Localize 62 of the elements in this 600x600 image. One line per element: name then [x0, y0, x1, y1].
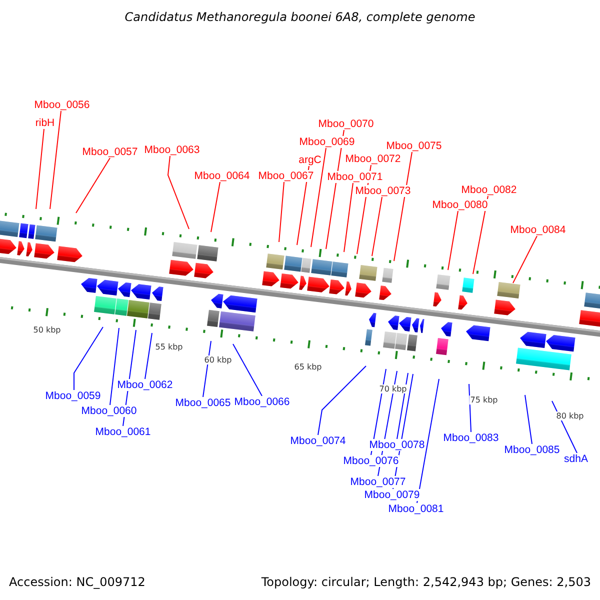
leader-line	[512, 236, 538, 284]
leader-line	[210, 182, 220, 232]
gene-label: Mboo_0082	[460, 184, 518, 196]
gene-label: Mboo_0070	[317, 118, 375, 130]
gene-label: Mboo_0073	[354, 185, 412, 197]
gene-label: Mboo_0069	[298, 136, 356, 148]
leader-line	[168, 156, 190, 230]
scale-label: 75 kbp	[469, 396, 499, 404]
leader-line	[310, 148, 326, 248]
leader-line	[76, 158, 110, 214]
gene-label: Mboo_0066	[233, 396, 291, 408]
gene-label: Mboo_0057	[81, 146, 139, 158]
gene-label: Mboo_0056	[33, 99, 91, 111]
scale-label: 55 kbp	[154, 342, 184, 352]
scale-label: 60 kbp	[203, 356, 233, 364]
gene-label: Mboo_0061	[94, 426, 152, 438]
gene-label: argC	[298, 154, 322, 166]
genome-info-text: Topology: circular; Length: 2,542,943 bp; Genes: 2,503	[261, 575, 591, 589]
gene-label: Mboo_0083	[442, 432, 500, 444]
gene-label: Mboo_0072	[344, 153, 402, 165]
gene-label: Mboo_0060	[80, 405, 138, 417]
gene-label: Mboo_0065	[174, 397, 232, 409]
gene-label: ribH	[34, 117, 56, 129]
leader-line	[74, 326, 104, 390]
gene-label: Mboo_0074	[289, 435, 347, 447]
gene-label: Mboo_0076	[342, 455, 400, 467]
gene-label: Mboo_0077	[349, 476, 407, 488]
gene-label: Mboo_0067	[257, 170, 315, 182]
leader-line	[524, 394, 532, 444]
gene-label: Mboo_0081	[387, 503, 445, 515]
gene-label: sdhA	[563, 453, 589, 465]
gene-label: Mboo_0064	[193, 170, 251, 182]
leader-line	[202, 340, 212, 398]
scale-label: 80 kbp	[555, 412, 585, 420]
leader-line	[344, 182, 354, 252]
leader-line	[448, 210, 458, 270]
leader-line	[110, 328, 120, 406]
gene-label: Mboo_0071	[326, 171, 384, 183]
accession-text: Accession: NC_009712	[9, 575, 146, 589]
leader-line	[144, 332, 152, 380]
leader-line	[416, 378, 440, 504]
leader-line	[394, 152, 412, 262]
gene-label: Mboo_0075	[385, 140, 443, 152]
gene-label: Mboo_0080	[431, 199, 489, 211]
map-title: Candidatus Methanoregula boonei 6A8, complete genome	[124, 10, 476, 24]
gene-label: Mboo_0085	[503, 444, 561, 456]
leader-line	[278, 182, 284, 242]
gene-label: Mboo_0079	[363, 489, 421, 501]
gene-label: Mboo_0059	[44, 390, 102, 402]
gene-label: Mboo_0078	[368, 439, 426, 451]
leader-line	[36, 128, 44, 210]
leader-line	[372, 196, 382, 256]
gene-label: Mboo_0084	[509, 224, 567, 236]
gene-label: Mboo_0062	[116, 379, 174, 391]
gene-label: Mboo_0063	[143, 144, 201, 156]
leader-line	[232, 344, 262, 396]
leader-line	[50, 110, 62, 210]
scale-label: 50 kbp	[32, 326, 62, 334]
leader-line	[318, 366, 366, 436]
scale-label: 65 kbp	[293, 362, 323, 372]
scale-label: 70 kbp	[378, 384, 408, 394]
leader-line	[396, 372, 408, 440]
